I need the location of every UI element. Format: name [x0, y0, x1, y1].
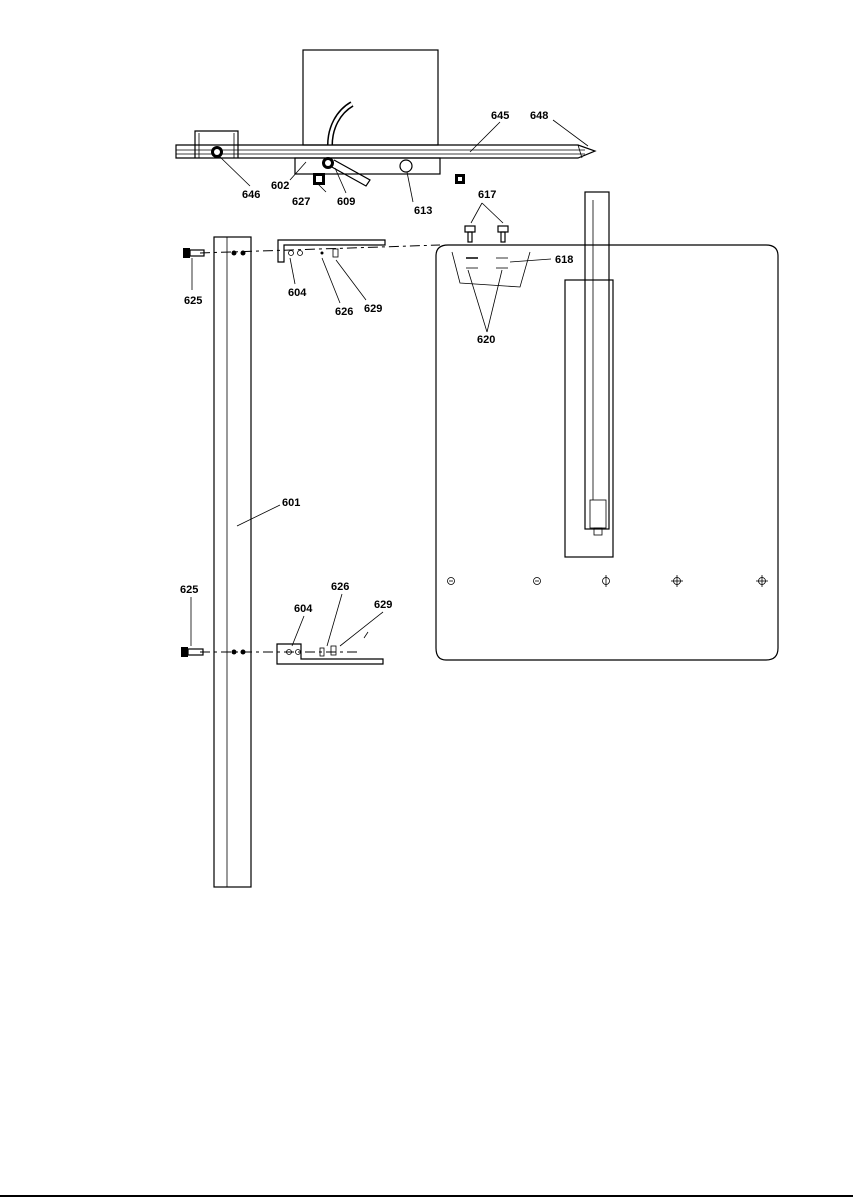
lock-handle-housing: [194, 130, 239, 158]
table-leaders: [467, 202, 552, 333]
saw-housing: [302, 49, 439, 146]
label-620: 620: [477, 334, 495, 346]
label-617: 617: [478, 189, 496, 201]
label-626-bottom: 626: [331, 581, 349, 593]
table-top: [435, 191, 779, 661]
part-labels: 645 648 646 602 627 609 613 617 618 620 …: [180, 110, 573, 615]
lever-609: [322, 157, 371, 187]
rail-601: [213, 236, 252, 888]
centerline-top: [199, 244, 441, 254]
label-627: 627: [292, 196, 310, 208]
label-646: 646: [242, 189, 260, 201]
label-645: 645: [491, 110, 509, 122]
label-609: 609: [337, 196, 355, 208]
label-625-bottom: 625: [180, 584, 198, 596]
throat-plate: [451, 251, 531, 288]
label-629-top: 629: [364, 303, 382, 315]
bracket-604-bottom: [276, 643, 384, 665]
knob-613: [399, 159, 413, 173]
fence-leaders: [217, 119, 589, 203]
label-604-top: 604: [288, 287, 307, 299]
label-604-bottom: 604: [294, 603, 313, 615]
miter-bar: [584, 191, 610, 530]
label-629-bottom: 629: [374, 599, 392, 611]
label-618: 618: [555, 254, 573, 266]
label-613: 613: [414, 205, 432, 217]
label-601: 601: [282, 497, 300, 509]
bracket-604-top: [277, 239, 386, 263]
screws-617: [464, 225, 509, 243]
label-602: 602: [271, 180, 289, 192]
blade-slot: [564, 279, 614, 558]
label-648: 648: [530, 110, 548, 122]
bolt-625-bottom: [181, 647, 204, 657]
fence-rail: [175, 144, 597, 159]
table-holes: [447, 575, 768, 587]
label-625-top: 625: [184, 295, 202, 307]
rail-leaders: [190, 257, 384, 647]
label-626-top: 626: [335, 306, 353, 318]
fence-assembly: [175, 49, 597, 187]
fence-rear-bar: [294, 157, 441, 175]
